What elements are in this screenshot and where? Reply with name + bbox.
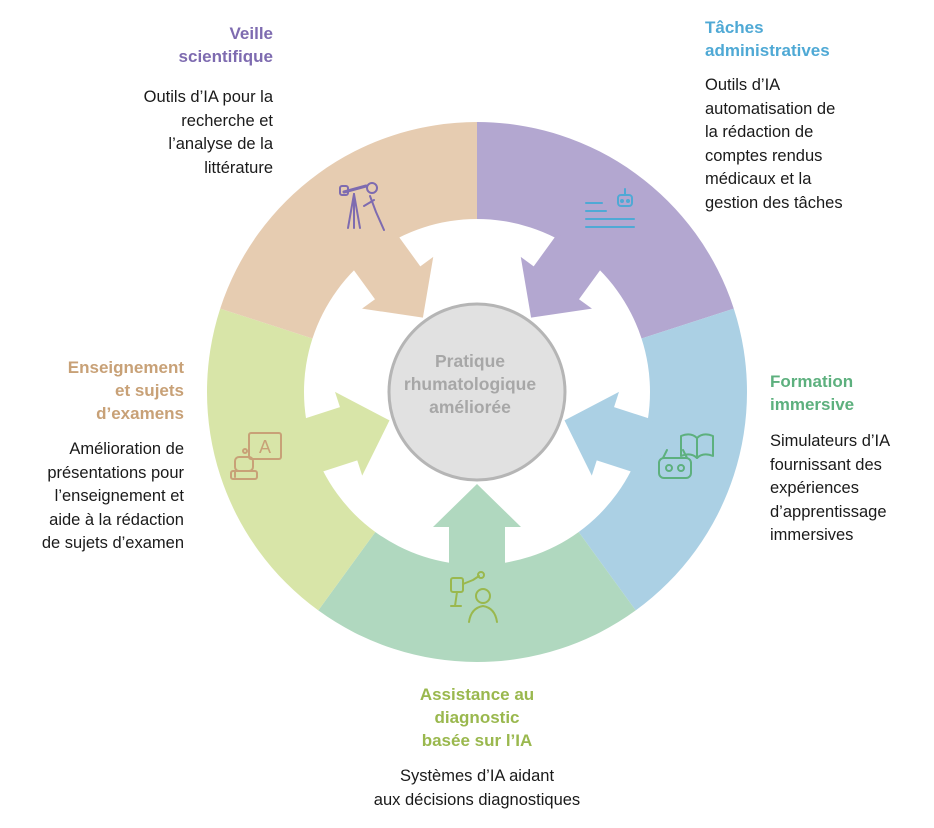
arrow-enseignement — [350, 233, 434, 318]
robot-arm-person-icon — [450, 571, 498, 623]
center-label: Pratique rhumatologique améliorée — [403, 351, 537, 417]
robot-document-icon — [585, 188, 635, 228]
arrow-formation — [433, 484, 521, 568]
segment-description-assistance: Systèmes d’IA aidant aux décisions diagn… — [373, 767, 581, 809]
book-vr-headset-icon — [658, 433, 714, 479]
segment-title-assistance: Assistance au diagnostic basée sur l’IA — [419, 685, 535, 750]
arrow-assistance — [300, 391, 390, 476]
segment-title-formation: Formation immersive — [770, 372, 855, 414]
robot-whiteboard-icon: A — [230, 432, 282, 480]
ring-segment-assistance — [207, 308, 376, 611]
telescope-person-icon — [339, 182, 385, 231]
ring-segment-veille — [477, 122, 734, 339]
segment-title-taches: Tâches administratives — [705, 18, 830, 60]
svg-text:A: A — [259, 437, 271, 457]
segment-title-veille: Veille scientifique — [178, 24, 273, 66]
segment-description-veille: Outils d’IA pour la recherche et l’analy… — [143, 88, 273, 177]
ring-segment-enseignement — [220, 122, 478, 339]
center-circle — [387, 302, 567, 482]
segment-description-taches: Outils d’IA automatisation de la rédacti… — [705, 76, 843, 212]
arrow-taches — [564, 391, 654, 476]
segment-description-formation: Simulateurs d’IA fournissant des expérie… — [770, 432, 891, 544]
arrow-veille — [520, 233, 604, 318]
segment-title-enseignement: Enseignement et sujets d’examens — [67, 358, 184, 423]
ring-segment-taches — [578, 308, 748, 611]
segment-description-enseignement: Amélioration de présentations pour l’ens… — [41, 440, 184, 552]
